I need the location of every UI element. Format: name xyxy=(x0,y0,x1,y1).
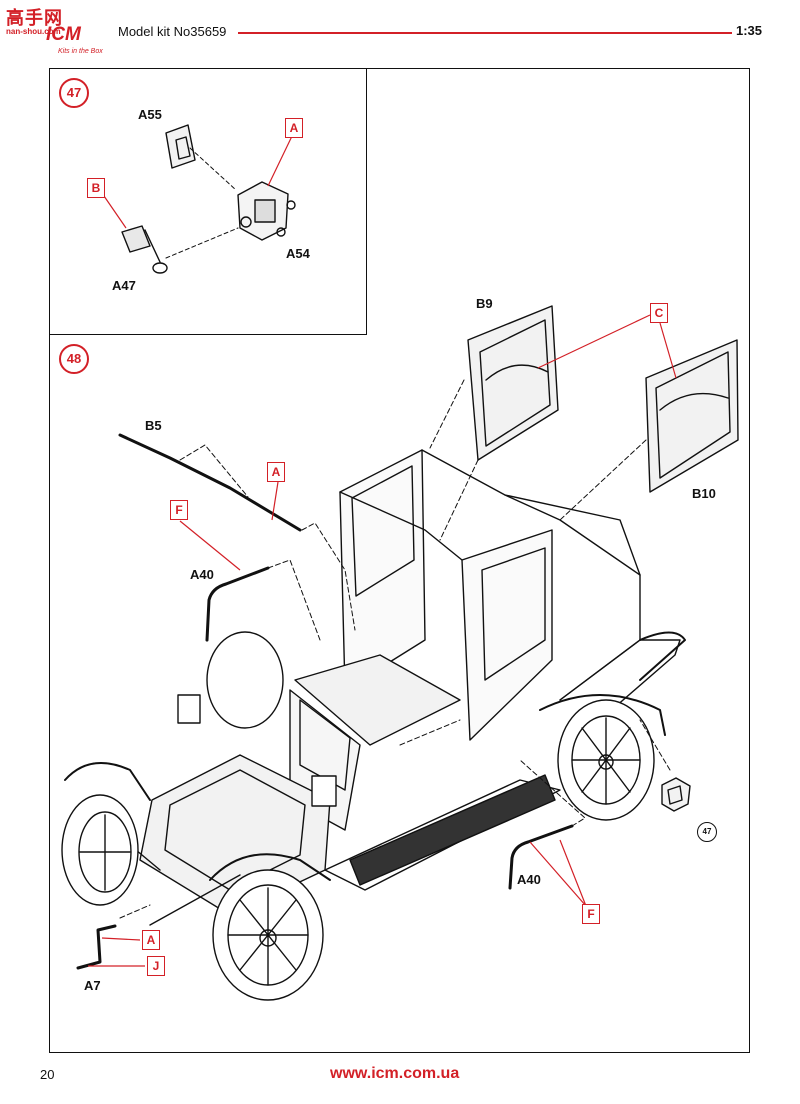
part-label-a40-right: A40 xyxy=(517,872,541,887)
rear-right-wheel-drawing xyxy=(206,631,284,729)
part-b5-drawing xyxy=(118,433,302,532)
part-label-b9: B9 xyxy=(476,296,493,311)
part-a55-drawing xyxy=(165,124,196,169)
part-a7-drawing xyxy=(76,924,117,970)
part-label-a40-left: A40 xyxy=(190,567,214,582)
brand-logo: ICM xyxy=(46,24,81,45)
part-a54-drawing xyxy=(237,181,296,241)
part-b10-drawing xyxy=(645,339,739,493)
step-47-inset xyxy=(49,68,367,335)
model-kit-number: Model kit No35659 xyxy=(118,24,227,39)
part-label-b10: B10 xyxy=(692,486,716,501)
part-a40-left-drawing xyxy=(205,566,270,642)
paint-code-f-right: F xyxy=(582,904,600,924)
footer-url[interactable]: www.icm.com.ua xyxy=(330,1065,460,1082)
part-label-a54: A54 xyxy=(286,246,310,261)
rear-left-wheel-drawing xyxy=(557,699,655,821)
part-a40-right-drawing xyxy=(508,824,574,890)
kit-scale: 1:35 xyxy=(736,23,763,38)
part-b9-drawing xyxy=(467,305,559,461)
paint-code-f-left: F xyxy=(170,500,188,520)
sub-assembly-47-drawing xyxy=(661,777,691,812)
paint-code-a-bottom: A xyxy=(142,930,160,950)
brand-tagline: Kits in the Box xyxy=(58,48,103,55)
part-label-a47: A47 xyxy=(112,278,136,293)
paint-code-a-top: A xyxy=(267,462,285,482)
sub-assembly-47-ref: 47 xyxy=(697,822,717,842)
front-left-wheel-drawing xyxy=(212,869,324,1001)
part-label-a7: A7 xyxy=(84,978,101,993)
paint-code-a: A xyxy=(285,118,303,138)
site-watermark-url: nan-shou.com xyxy=(6,27,61,36)
step-48-badge: 48 xyxy=(59,344,89,374)
part-a47-drawing xyxy=(121,225,168,274)
instruction-frame xyxy=(49,68,750,1053)
page-number: 20 xyxy=(40,1067,55,1082)
car-body-drawing xyxy=(99,449,681,926)
part-label-a55: A55 xyxy=(138,107,162,122)
paint-code-j: J xyxy=(147,956,165,976)
step-47-badge: 47 xyxy=(59,78,89,108)
paint-code-b: B xyxy=(87,178,105,198)
header-rule xyxy=(238,32,732,34)
part-label-b5: B5 xyxy=(145,418,162,433)
site-watermark-logo: 高手网 xyxy=(6,8,63,28)
paint-code-c: C xyxy=(650,303,668,323)
front-right-wheel-drawing xyxy=(61,794,139,906)
